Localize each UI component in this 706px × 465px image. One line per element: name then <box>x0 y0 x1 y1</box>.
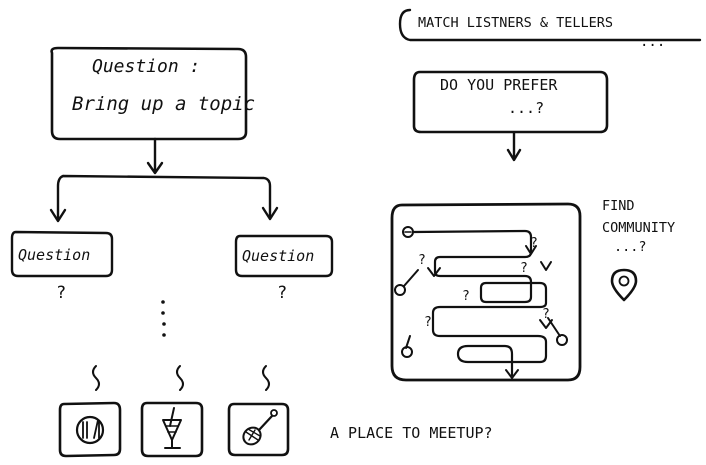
path-map-box <box>390 202 582 382</box>
left-question-label: Question <box>18 246 90 264</box>
path-node-marker <box>556 334 568 346</box>
topic-question-box <box>50 46 248 141</box>
cocktail-icon <box>140 401 204 458</box>
path-question-mark: ? <box>424 315 432 330</box>
right-question-label: Question <box>242 247 314 265</box>
right-question-mark: ? <box>277 283 287 303</box>
path-question-mark: ? <box>462 289 470 304</box>
squiggle-2 <box>176 365 184 391</box>
path-arrow-2 <box>540 261 552 271</box>
left-question-box <box>10 230 114 278</box>
match-ellipsis: ... <box>640 34 665 50</box>
branch-line <box>56 174 272 220</box>
path-question-mark: ? <box>542 307 550 322</box>
find-label: FIND <box>602 198 635 214</box>
squiggle-1 <box>92 365 100 391</box>
location-pin-icon <box>610 268 638 302</box>
path-arrow-5 <box>505 369 519 379</box>
path-arrow-1 <box>525 245 537 255</box>
right-flow: MATCH LISTNERS & TELLERS ... DO YOU PREF… <box>390 8 702 382</box>
path-question-mark: ? <box>418 253 426 268</box>
left-question-mark: ? <box>56 283 66 303</box>
meetup-question: A PLACE TO MEETUP? <box>330 424 493 442</box>
restaurant-icon <box>58 401 122 458</box>
community-label: COMMUNITY <box>602 220 675 236</box>
match-bracket <box>398 8 702 42</box>
path-node-marker <box>401 346 413 358</box>
path-arrow-3 <box>427 267 441 277</box>
path-branch-right <box>547 317 561 337</box>
match-listeners-tellers: MATCH LISTNERS & TELLERS <box>418 15 613 31</box>
prefer-ellipsis: ...? <box>508 99 544 117</box>
arrow-down-topic <box>146 137 164 175</box>
path-question-mark: ? <box>530 236 538 251</box>
topic-question-label: Question : <box>92 56 200 77</box>
left-flow: Question : Bring up a topic Question ? Q… <box>10 46 493 458</box>
winding-path <box>412 229 548 377</box>
topic-question-text: Bring up a topic <box>72 93 255 115</box>
start-marker-icon <box>402 226 414 238</box>
find-ellipsis: ...? <box>614 239 647 255</box>
continuation-dots <box>161 300 166 337</box>
squiggle-3 <box>262 365 270 391</box>
path-question-mark: ? <box>520 261 528 276</box>
right-question-box <box>234 234 334 278</box>
arrow-down-prefer <box>506 131 522 162</box>
path-node-marker <box>394 284 406 296</box>
prefer-question: DO YOU PREFER <box>440 76 558 94</box>
arrow-right-branch <box>261 206 279 221</box>
arrow-left-branch <box>49 208 67 223</box>
prefer-box <box>412 70 609 134</box>
tennis-racket-icon <box>227 402 290 457</box>
path-branch-left <box>403 269 419 349</box>
